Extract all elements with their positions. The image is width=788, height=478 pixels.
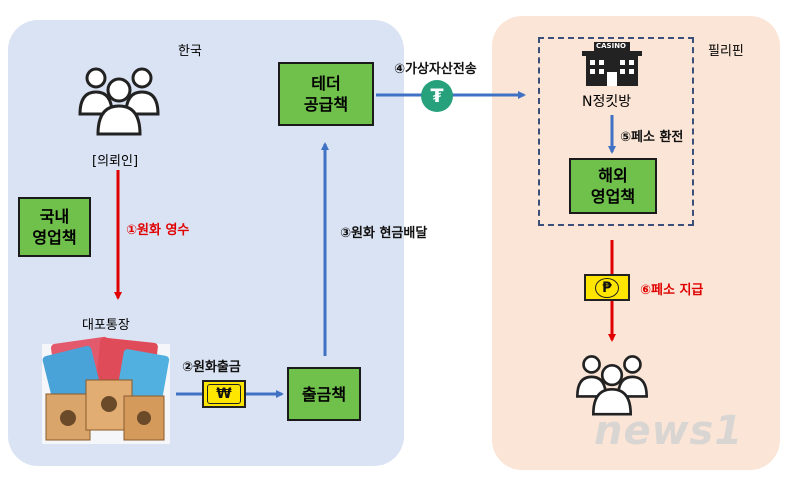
- step1-label: ①원화 영수: [126, 223, 190, 238]
- philippines-label: 필리핀: [708, 44, 744, 59]
- tether-supplier-box: 테더 공급책: [278, 62, 374, 126]
- tether-supplier-line1: 테더: [311, 74, 341, 93]
- bankbook-image-icon: [42, 336, 170, 444]
- step2-label: ②원화출금: [182, 360, 241, 375]
- won-symbol: ₩: [207, 384, 241, 404]
- casino-label: N정킷방: [582, 94, 632, 110]
- won-banknote-icon: ₩: [202, 380, 246, 408]
- domestic-sales-line1: 국내: [39, 207, 70, 226]
- withdrawal-box: 출금책: [287, 367, 361, 421]
- step6-label: ⑥페소 지급: [640, 283, 704, 298]
- tether-coin-icon: ₮: [421, 80, 453, 112]
- domestic-sales-box: 국내 영업책: [18, 197, 91, 257]
- peso-symbol: ₱: [595, 277, 619, 298]
- casino-building-icon: [582, 42, 642, 86]
- overseas-sales-line2: 영업책: [590, 187, 636, 206]
- step4-label: ④가상자산전송: [394, 62, 477, 77]
- step5-label: ⑤페소 환전: [620, 130, 684, 145]
- korea-label: 한국: [178, 44, 202, 59]
- tether-supplier-line2: 공급책: [303, 95, 349, 114]
- domestic-sales-line2: 영업책: [32, 228, 77, 247]
- peso-banknote-icon: ₱: [584, 274, 630, 301]
- recipients-group-icon: [575, 355, 649, 416]
- overseas-sales-line1: 해외: [598, 166, 628, 185]
- casino-group-frame: [538, 37, 694, 226]
- casino-sign-text: CASINO: [596, 42, 627, 50]
- nominee-account-label: 대포통장: [82, 318, 130, 333]
- news1-watermark: news1: [594, 408, 744, 454]
- overseas-sales-box: 해외 영업책: [569, 158, 657, 214]
- step3-label: ③원화 현금배달: [340, 226, 428, 241]
- withdrawal-text: 출금책: [301, 384, 347, 404]
- client-group-icon: [78, 67, 160, 136]
- client-label: [의뢰인]: [92, 154, 139, 169]
